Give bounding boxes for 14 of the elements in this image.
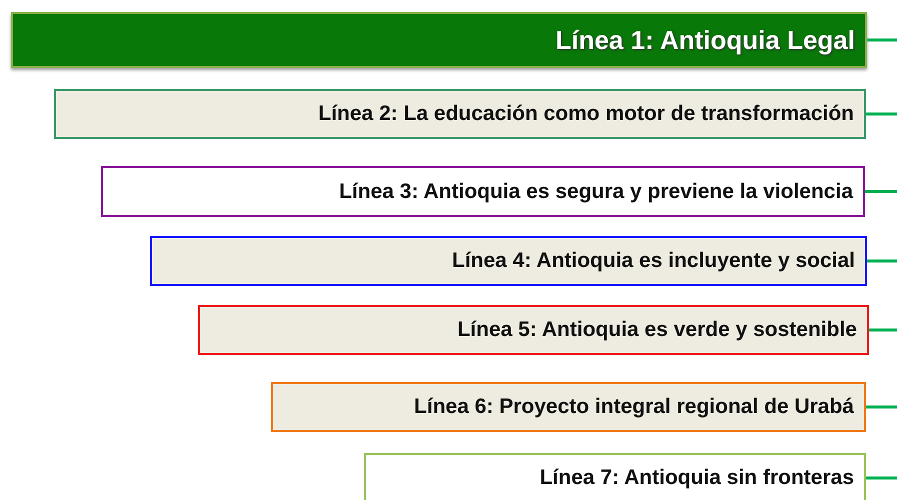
line-title: Línea 5: Antioquia es verde y sostenible bbox=[457, 318, 857, 342]
line-title: Línea 2: La educación como motor de transformación bbox=[318, 102, 854, 126]
line-title: Línea 7: Antioquia sin fronteras bbox=[540, 466, 854, 490]
line-title: Línea 6: Proyecto integral regional de Urabá bbox=[414, 395, 854, 419]
connector-line bbox=[867, 260, 897, 262]
connector-line bbox=[867, 38, 897, 42]
connector-line bbox=[865, 190, 897, 193]
connector-line bbox=[866, 476, 897, 480]
connector-line bbox=[866, 406, 897, 408]
line-title: Línea 3: Antioquia es segura y previene la violencia bbox=[339, 180, 853, 204]
line-title: Línea 1: Antioquia Legal bbox=[555, 24, 855, 56]
line-title: Línea 4: Antioquia es incluyente y social bbox=[452, 249, 855, 273]
connector-line bbox=[869, 328, 897, 332]
connector-line bbox=[866, 112, 897, 116]
